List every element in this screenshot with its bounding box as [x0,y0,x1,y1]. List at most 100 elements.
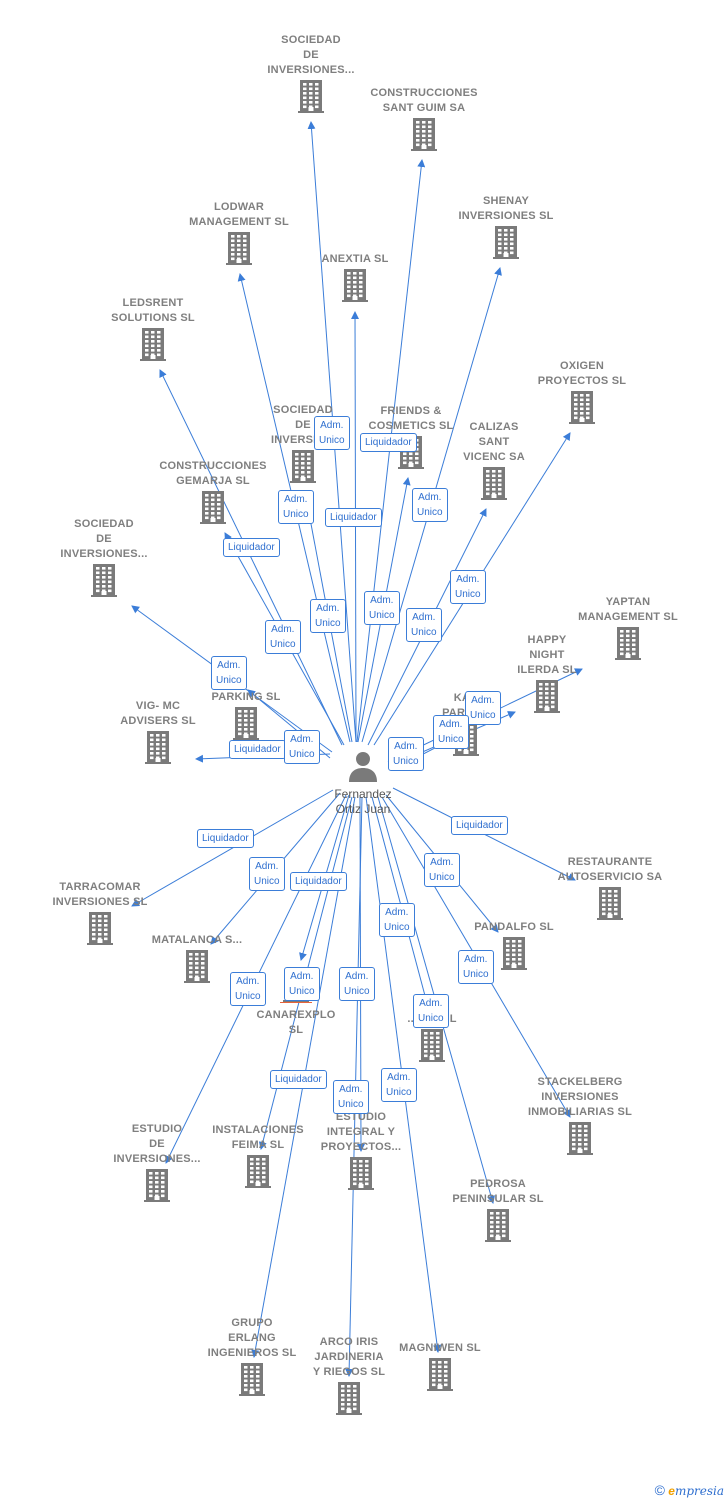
role-badge[interactable]: Adm. Unico [450,570,486,604]
company-node[interactable]: MATALANCA S... [132,933,262,989]
role-badge[interactable]: Adm. Unico [433,715,469,749]
company-node[interactable]: MAGNIWEN SL [375,1341,505,1397]
role-badge[interactable]: Liquidador [270,1070,327,1089]
role-badge[interactable]: Adm. Unico [388,737,424,771]
role-badge[interactable]: Liquidador [197,829,254,848]
role-badge[interactable]: Liquidador [325,508,382,527]
company-label-line: CONSTRUCCIONES [370,87,478,99]
role-badge[interactable]: Liquidador [229,740,286,759]
role-badge[interactable]: Adm. Unico [339,967,375,1001]
role-badge[interactable]: Adm. Unico [412,488,448,522]
company-label: PANDALFO SL [449,920,579,935]
building-icon [567,1122,593,1155]
company-label-line: INSTALACIONES [212,1124,304,1136]
company-label-line: INVERSIONES... [60,548,148,560]
role-badge[interactable]: Adm. Unico [424,853,460,887]
company-label-line: TARRACOMAR [59,881,141,893]
building-icon [419,1029,445,1062]
building-icon [226,232,252,265]
company-node[interactable]: PARKING SL [181,690,311,746]
building-icon [597,887,623,920]
role-badge[interactable]: Adm. Unico [278,490,314,524]
company-label-line: RESTAURANTE [567,856,653,868]
person-icon[interactable] [345,748,381,784]
company-label-line: SOLUTIONS SL [111,312,195,324]
role-badge[interactable]: Adm. Unico [230,972,266,1006]
role-badge[interactable]: Adm. Unico [364,591,400,625]
brand-logo-e: e [668,1484,675,1498]
role-badge[interactable]: Liquidador [223,538,280,557]
role-badge[interactable]: Adm. Unico [249,857,285,891]
company-node[interactable]: ANEXTIA SL [290,252,420,308]
company-label-line: VIG- MC [135,700,181,712]
role-badge[interactable]: Adm. Unico [413,994,449,1028]
center-name-line: Fernandez [334,787,392,801]
building-icon [87,912,113,945]
role-badge[interactable]: Liquidador [360,433,417,452]
role-badge[interactable]: Adm. Unico [333,1080,369,1114]
company-label-line: ESTUDIO [335,1111,387,1123]
role-badge[interactable]: Liquidador [290,872,347,891]
center-person-name[interactable]: Fernandez Ortiz Juan [298,787,428,817]
company-label-line: PANDALFO SL [474,921,554,933]
company-node[interactable]: PANDALFO SL [449,920,579,976]
company-label-line: SOCIEDAD [74,518,134,530]
role-badge[interactable]: Adm. Unico [465,691,501,725]
building-icon [534,680,560,713]
building-icon [342,269,368,302]
company-label-line: STACKELBERG [537,1076,623,1088]
role-badge[interactable]: Adm. Unico [310,599,346,633]
role-badge[interactable]: Adm. Unico [265,620,301,654]
building-icon [245,1155,271,1188]
role-badge[interactable]: Adm. Unico [406,608,442,642]
role-badge[interactable]: Adm. Unico [284,967,320,1001]
company-label-line: LODWAR [213,201,265,213]
role-badge[interactable]: Adm. Unico [211,656,247,690]
footer-brand[interactable]: © empresia [655,1482,724,1498]
company-label-line: PROYECTOS SL [537,375,627,387]
company-label-line: NIGHT [529,649,565,661]
company-label-line: MAGNIWEN SL [399,1342,481,1354]
company-label-line: MATALANCA S... [151,934,243,946]
role-badge[interactable]: Adm. Unico [379,903,415,937]
role-badge[interactable]: Adm. Unico [284,730,320,764]
role-badge[interactable]: Liquidador [451,816,508,835]
role-badge[interactable]: Adm. Unico [381,1068,417,1102]
company-label: ANEXTIA SL [290,252,420,267]
company-label-line: SL [288,1024,304,1036]
role-badge[interactable]: Adm. Unico [458,950,494,984]
copyright-icon: © [654,1482,665,1498]
role-badge[interactable]: Adm. Unico [314,416,350,450]
company-label-line: INGENIEROS SL [207,1347,297,1359]
relationship-edge [131,789,334,907]
company-label-line: INTEGRAL Y [326,1126,396,1138]
company-label-line: DE [295,419,311,431]
building-icon [427,1358,453,1391]
